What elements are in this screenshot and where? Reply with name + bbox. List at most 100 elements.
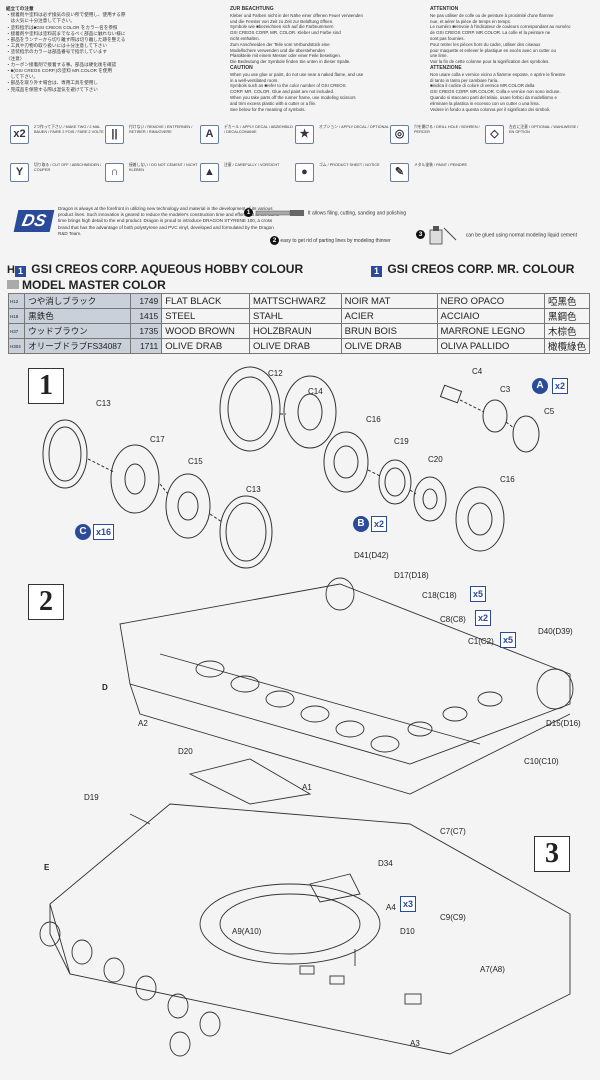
caution-lines-line: Symbols such as ■refer to the color numb…: [230, 83, 346, 89]
c8-quantity: x2: [475, 610, 492, 626]
part-label-c19: C19: [394, 437, 409, 446]
color-cell-cn: 橄欖綠色: [543, 338, 591, 354]
color-cell-fr: BRUN BOIS: [340, 323, 438, 339]
it-lines-line: Quando si staccano parti del telaio, usa…: [430, 94, 557, 100]
part-label-a2: A2: [138, 719, 148, 728]
it-lines-line: ■indica il codice di colore di vernice M…: [430, 83, 535, 89]
c1-quantity: x5: [500, 632, 517, 648]
model-master-heading: MODEL MASTER COLOR: [7, 278, 166, 292]
dragon-styrene-block: DS Dragon is always at the forefront in …: [12, 204, 597, 252]
hobby-colour-label: GSI CREOS CORP. AQUEOUS HOBBY COLOUR: [31, 262, 304, 276]
symbol-description: 注意 / CAREFULLY / VORSICHT: [224, 163, 280, 167]
c19-ring: [378, 459, 412, 505]
jp-lines-line: ・工具や刃物の取り扱いには十分注意して下さい: [6, 43, 107, 49]
part-label-c10: C10(C10): [524, 757, 559, 766]
it-lines-line: Non usare colla e vernice vicino a fiamm…: [430, 71, 566, 77]
tip-1: 1 It allows filing, cutting, sanding and…: [244, 208, 406, 218]
model-master-label: MODEL MASTER COLOR: [22, 278, 166, 292]
symbol-description: デカール / APPLY DECAL / ABZIEHBILD / DECALC…: [224, 125, 293, 134]
c20-disc: [413, 476, 447, 522]
part-label-c3: C3: [500, 385, 511, 394]
de-lines-line: Plastikteile mit einem Messer oder einer…: [230, 53, 342, 59]
mr-code: 1: [371, 266, 382, 277]
it-lines-line: GSI CREOS CORP. MR.COLOR. Colla e vernic…: [430, 89, 561, 95]
subassembly-a-quantity: x2: [552, 378, 569, 394]
symbol-description: 2つ作って下さい / MAKE TWO / 2 MAL BAUEN / FAIR…: [34, 125, 104, 134]
color-cell-hobby: オリーブドラブFS34087: [24, 338, 131, 354]
fr-lines-line: sont pas fournies.: [430, 35, 465, 41]
a4-quantity: x3: [400, 896, 417, 912]
part-label-d20: D20: [178, 747, 193, 756]
cement-icon: ||: [105, 125, 124, 144]
de-lines: Kleber und Farben nicht in der Nähe eine…: [230, 13, 415, 65]
tip-1-text: It allows filing, cutting, sanding and p…: [307, 210, 407, 217]
part-label-c13a: C13: [96, 399, 111, 408]
part-label-d34: D34: [378, 859, 393, 868]
jp-lines-line: ・塗料指示は■GSI CREOS COLOR をカラー名を参照: [6, 24, 118, 30]
color-cell-de: STAHL: [249, 308, 342, 324]
part-label-d19: D19: [84, 793, 99, 802]
cut-off-icon: Y: [10, 163, 29, 182]
part-label-e: E: [44, 863, 50, 872]
part-labels: C12C14C13C17C15C13C16C19C20C16C4C3C5D41(…: [44, 367, 581, 1048]
part-label-c8: C8(C8): [440, 615, 466, 624]
part-label-d15: D15(D16): [546, 719, 581, 728]
part-label-d: D: [102, 683, 108, 692]
step-1-box: 1: [28, 368, 64, 404]
symbol-description: 接着しない / DO NOT CEMENT / NICHT KLEBEN: [129, 163, 198, 172]
de-heading: ZUR BEACHTUNG: [230, 6, 274, 12]
color-cell-mr: 1711: [129, 338, 163, 354]
jp-lines-line: ・カーボン接着剤で接着する事。部品は硬化後を確認: [6, 61, 117, 67]
model-master-swatch: [7, 280, 19, 289]
symbol-item: ||付けない / REMOVE / ENTFERNEN / RETIRER / …: [105, 125, 200, 157]
part-label-c1: C1(C2): [468, 637, 494, 646]
de-lines-line: Kleber und Farben nicht in der Nähe eine…: [230, 12, 363, 18]
part-label-c18: C18(C18): [422, 591, 457, 600]
color-cell-code: H12: [7, 293, 26, 309]
jp-heading: 組立ての注意: [6, 6, 34, 11]
mr-colour-label: GSI CREOS CORP. MR. COLOUR: [387, 262, 575, 276]
symbol-description: オプション / APPLY DECAL / OPTIONAL: [319, 125, 389, 129]
color-cell-fr: NOIR MAT: [340, 293, 438, 309]
color-cell-en: OLIVE DRAB: [161, 338, 251, 354]
jp-lines: ・接着剤や塗料は必ず換気の良い所で使用し、使用する際 は火気に十分注意して下さい…: [6, 12, 206, 93]
subassembly-c-badge: C: [75, 524, 91, 540]
tip-1-number: 1: [244, 208, 253, 218]
fr-heading: ATTENTION: [430, 6, 459, 12]
c12-wheel: [219, 366, 281, 452]
color-cell-cn: 黑鋼色: [543, 308, 591, 324]
symbol-description: 左右に注意 / OPTIONAL / WAHLWEISE / EN OPTION: [509, 125, 579, 134]
c18-quantity: x5: [470, 586, 487, 602]
d34-part: [309, 873, 361, 903]
turret-ring: [199, 883, 381, 965]
it-lines-line: di tanto in tanto per cambiare l'aria.: [430, 77, 499, 83]
option-icon: ◇: [485, 125, 504, 144]
symbol-description: 穴を開ける / DRILL HOLE / BOHREN / PERCER: [414, 125, 480, 134]
part-label-c4: C4: [472, 367, 483, 376]
part-label-d40: D40(D39): [538, 627, 573, 636]
caution-lines-line: and trim excess plastic with a cutter or…: [230, 100, 317, 106]
hull-bottom: [49, 803, 571, 1055]
tip-3: 3 can be glued using normal modeling liq…: [416, 224, 577, 246]
de-lines-line: nicht enthalten.: [230, 35, 260, 41]
caution-lines-line: CORP. MR. COLOR. Glue and paint are not …: [230, 89, 335, 95]
color-cell-mr: 1749: [129, 293, 163, 309]
color-cell-it: OLIVA PALLIDO: [436, 338, 545, 354]
symbol-description: 切り取る / CUT OFF / ABSCHNEIDEN / COUPER: [34, 163, 102, 172]
de-lines-line: Die Bedeutung der Symbole finden Sie unt…: [230, 59, 351, 65]
part-label-d10: D10: [400, 927, 415, 936]
jp-lines-line: 〈注意〉: [6, 55, 25, 61]
c16-sprocket-2: [455, 486, 505, 552]
de-lines-line: Modellschere verwenden und die überstehe…: [230, 47, 325, 53]
part-label-a4: A4: [386, 903, 396, 912]
color-cell-hobby: 黒鉄色: [24, 308, 131, 324]
color-cell-mr: 1735: [129, 323, 163, 339]
part-label-c14: C14: [308, 387, 323, 396]
color-cell-en: STEEL: [161, 308, 251, 324]
drive-sprocket: [325, 577, 355, 611]
c13-rim-2: [219, 495, 273, 569]
fr-lines-line: Pour retirer les pièces hors du cadre, u…: [430, 41, 541, 47]
